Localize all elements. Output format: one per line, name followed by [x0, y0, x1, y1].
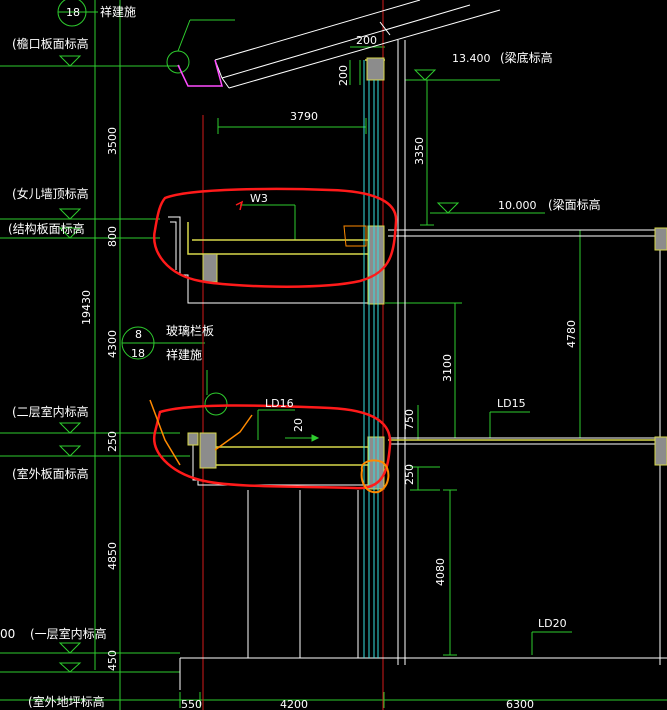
label-ld20: LD20 [538, 617, 567, 630]
dim-250-left: 250 [106, 431, 119, 452]
dim-550: 550 [181, 698, 202, 710]
glass-callout-detail: 祥建施 [166, 348, 202, 362]
beam-top-label: (梁面标高 [548, 197, 601, 212]
markup-box-small [343, 225, 367, 247]
dim-19430: 19430 [80, 290, 93, 325]
label-ld16: LD16 [265, 397, 294, 410]
dim-4200: 4200 [280, 698, 308, 710]
label-ld15: LD15 [497, 397, 526, 410]
gray-beams [187, 57, 667, 490]
cyan-glazing-lines [363, 60, 379, 658]
dim-250-right: 250 [403, 464, 416, 485]
glass-callout-number: 8 [135, 328, 142, 341]
label-outdoor-slab: (室外板面标高 [12, 466, 89, 481]
label-eave: (檐口板面标高 [12, 36, 89, 51]
dim-3790: 3790 [290, 110, 318, 123]
dim-800: 800 [106, 226, 119, 247]
top-callout-number: 18 [66, 6, 80, 19]
markup-circle-orange [360, 459, 390, 494]
top-callout-detail: 祥建施 [100, 5, 136, 19]
markup-cloud-upper [152, 187, 398, 288]
dim-3100: 3100 [441, 354, 454, 382]
label-outdoor-ground: (室外地坪标高 [28, 694, 105, 709]
markup-clouds [149, 187, 398, 490]
label-first-floor: (一层室内标高 [30, 626, 107, 641]
label-second-floor: (二层室内标高 [12, 404, 89, 419]
red-axis-lines [202, 0, 384, 710]
dim-750: 750 [403, 409, 416, 430]
dim-4850: 4850 [106, 542, 119, 570]
dim-6300: 6300 [506, 698, 534, 710]
dim-200-horizontal: 200 [356, 34, 377, 47]
dim-3350: 3350 [413, 137, 426, 165]
beam-top-value: 10.000 [498, 199, 537, 212]
dim-4780: 4780 [565, 320, 578, 348]
gutter [177, 59, 223, 87]
slope-20: 20 [292, 418, 305, 432]
beam-bottom-value: 13.400 [452, 52, 491, 65]
dim-4080: 4080 [434, 558, 447, 586]
label-structure: (结构板面标高 [8, 221, 85, 236]
glass-callout-sheet: 18 [131, 347, 145, 360]
glass-callout-title: 玻璃栏板 [166, 323, 214, 338]
dim-200-vertical: 200 [337, 65, 350, 86]
label-parapet: (女儿墙顶标高 [12, 186, 89, 201]
dim-450: 450 [106, 650, 119, 671]
label-w3: W3 [250, 192, 268, 205]
markup-cloud-lower [152, 404, 392, 490]
label-first-floor-value: 00 [0, 627, 15, 641]
dim-4300: 4300 [106, 330, 119, 358]
roof-slope [214, 0, 501, 89]
dim-3500: 3500 [106, 127, 119, 155]
beam-bottom-label: (梁底标高 [500, 50, 553, 65]
